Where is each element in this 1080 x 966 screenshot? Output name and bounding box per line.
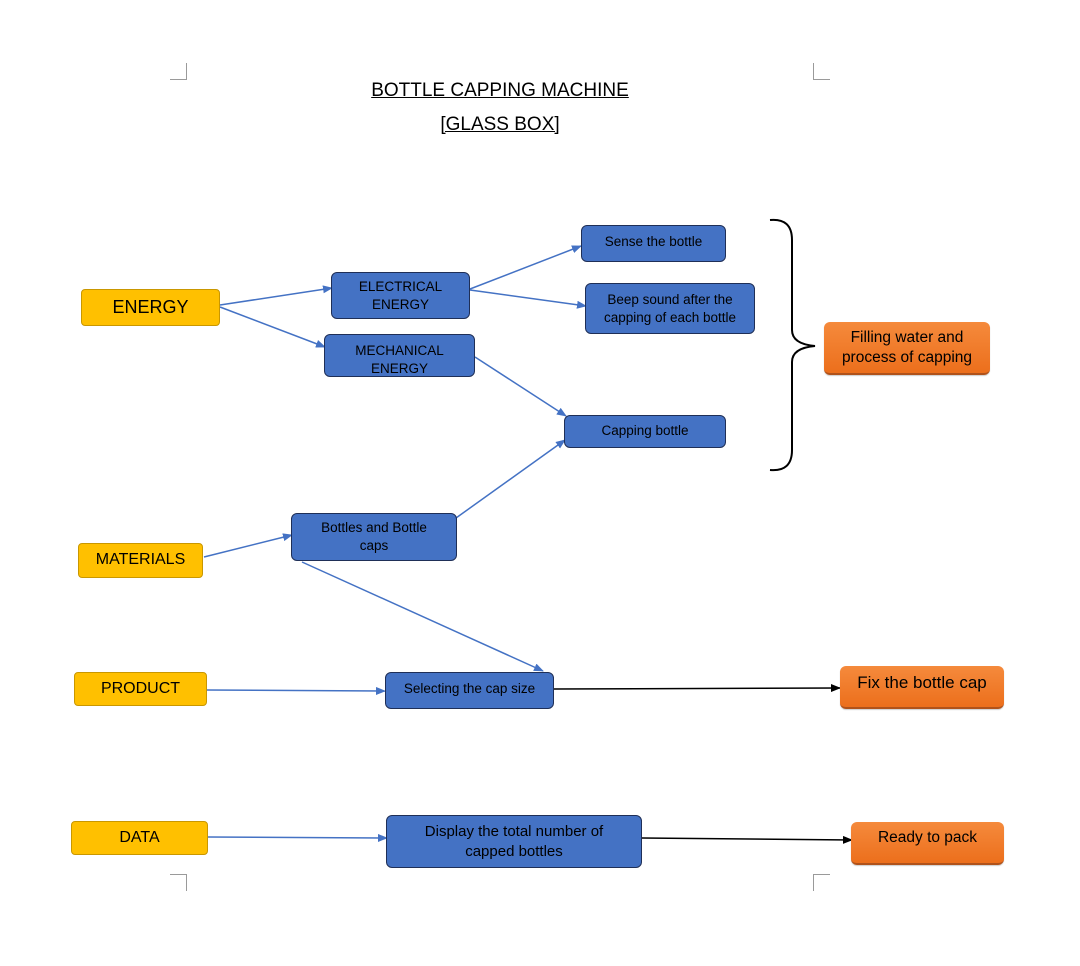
arrow-display-to-ready (641, 835, 853, 844)
arrow-data-to-display (207, 833, 388, 842)
electrical-energy-box: ELECTRICAL ENERGY (331, 272, 470, 319)
diagram-subtitle: [GLASS BOX] (440, 114, 560, 135)
sense-bottle-box: Sense the bottle (581, 225, 726, 262)
fix-bottle-cap-output-box: Fix the bottle cap (840, 666, 1004, 709)
page-corner-mark-bottom-right (813, 874, 830, 891)
mechanical-energy-box: MECHANICAL ENERGY (324, 334, 475, 377)
beep-sound-box: Beep sound after the capping of each bot… (585, 283, 755, 334)
capping-bottle-box: Capping bottle (564, 415, 726, 448)
arrow-product-to-selecting (206, 686, 386, 695)
arrow-bottles-to-capping (455, 439, 566, 519)
arrow-electrical-to-sense (469, 245, 582, 290)
page-corner-mark-bottom-left (170, 874, 187, 891)
arrow-materials-to-bottles (203, 533, 293, 558)
arrow-mechanical-to-capping (474, 356, 567, 417)
data-input-box: DATA (71, 821, 208, 855)
bottles-and-caps-box: Bottles and Bottle caps (291, 513, 457, 561)
ready-to-pack-output-box: Ready to pack (851, 822, 1004, 865)
arrow-energy-to-electrical (219, 285, 333, 306)
display-total-box: Display the total number of capped bottl… (386, 815, 642, 868)
diagram-title: BOTTLE CAPPING MACHINE (371, 80, 629, 101)
selecting-cap-size-box: Selecting the cap size (385, 672, 554, 709)
filling-water-output-box: Filling water and process of capping (824, 322, 990, 375)
right-brace (769, 218, 816, 472)
arrow-electrical-to-beep (469, 289, 587, 309)
page-corner-mark-top-right (813, 63, 830, 80)
product-input-box: PRODUCT (74, 672, 207, 706)
arrow-energy-to-mechanical (219, 306, 326, 348)
arrow-bottles-to-selecting (301, 561, 544, 672)
page-corner-mark-top-left (170, 63, 187, 80)
materials-input-box: MATERIALS (78, 543, 203, 578)
arrow-selecting-to-fix-cap (553, 684, 841, 693)
energy-input-box: ENERGY (81, 289, 220, 326)
